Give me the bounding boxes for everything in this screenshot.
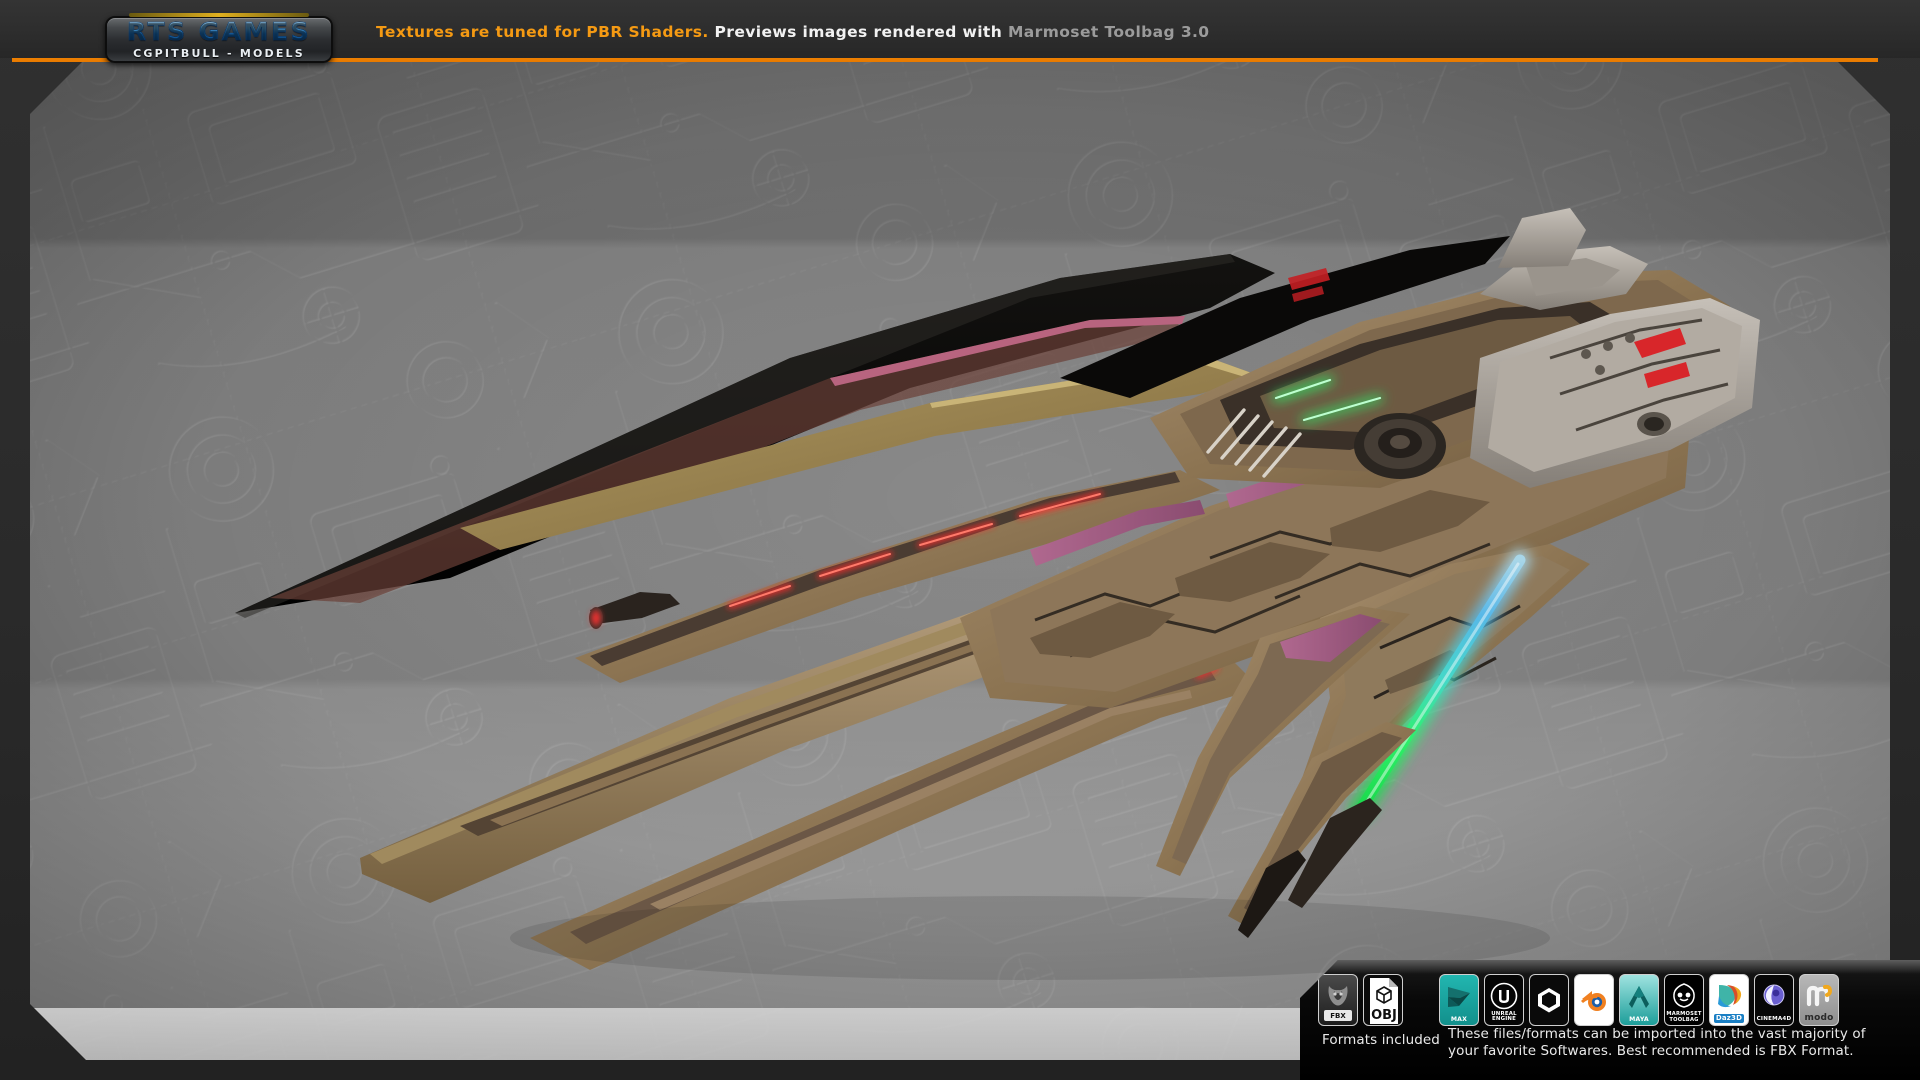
unity-icon[interactable] <box>1529 974 1569 1026</box>
formats-panel: FBX OBJ <box>1300 960 1920 1080</box>
fbx-icon[interactable]: FBX <box>1318 974 1358 1026</box>
header-tagline-previews: Previews images rendered with <box>708 23 1008 41</box>
maya-label: MAYA <box>1629 1015 1649 1023</box>
blender-icon[interactable] <box>1574 974 1614 1026</box>
brand-logo-title: RTS GAMES <box>126 17 312 46</box>
brand-logo[interactable]: RTS GAMES CGPITBULL - MODELS <box>105 13 333 63</box>
svg-text:OBJ: OBJ <box>1371 1008 1397 1023</box>
preview-frame <box>30 58 1890 1060</box>
obj-icon[interactable]: OBJ <box>1363 974 1403 1026</box>
3ds-max-label: MAX <box>1450 1015 1468 1023</box>
header-tagline-marmoset: Marmoset Toolbag 3.0 <box>1007 23 1210 41</box>
header-tagline: Textures are tuned for PBR Shaders. Prev… <box>376 23 1210 41</box>
modo-icon[interactable]: modo <box>1799 974 1839 1026</box>
fbx-label: FBX <box>1324 1010 1352 1021</box>
unreal-engine-icon[interactable]: UNREAL ENGINE <box>1484 974 1524 1026</box>
brand-logo-subtitle: CGPITBULL - MODELS <box>133 47 305 60</box>
header-tagline-pbr: Textures are tuned for PBR Shaders. <box>376 23 709 41</box>
software-icons: MAX UNREAL ENGINE <box>1439 974 1839 1026</box>
modo-label: modo <box>1804 1012 1834 1023</box>
cinema4d-icon[interactable]: CINEMA4D <box>1754 974 1794 1026</box>
marmoset-toolbag-icon[interactable]: MARMOSET TOOLBAG <box>1664 974 1704 1026</box>
marmoset-toolbag-label: MARMOSET TOOLBAG <box>1666 1011 1702 1023</box>
cinema4d-label: CINEMA4D <box>1756 1016 1792 1023</box>
spaceship-render <box>235 208 1760 980</box>
daz3d-icon[interactable]: Daz3D <box>1709 974 1749 1026</box>
3ds-max-icon[interactable]: MAX <box>1439 974 1479 1026</box>
unreal-engine-label: UNREAL ENGINE <box>1491 1010 1517 1023</box>
panel-sheen <box>1300 960 1920 974</box>
maya-icon[interactable]: MAYA <box>1619 974 1659 1026</box>
daz3d-label: Daz3D <box>1713 1013 1745 1023</box>
formats-included-label: Formats included <box>1322 1032 1440 1048</box>
format-icon-row: FBX OBJ <box>1318 974 1839 1026</box>
formats-note: These files/formats can be imported into… <box>1448 1026 1866 1060</box>
file-format-icons: FBX OBJ <box>1318 974 1403 1026</box>
